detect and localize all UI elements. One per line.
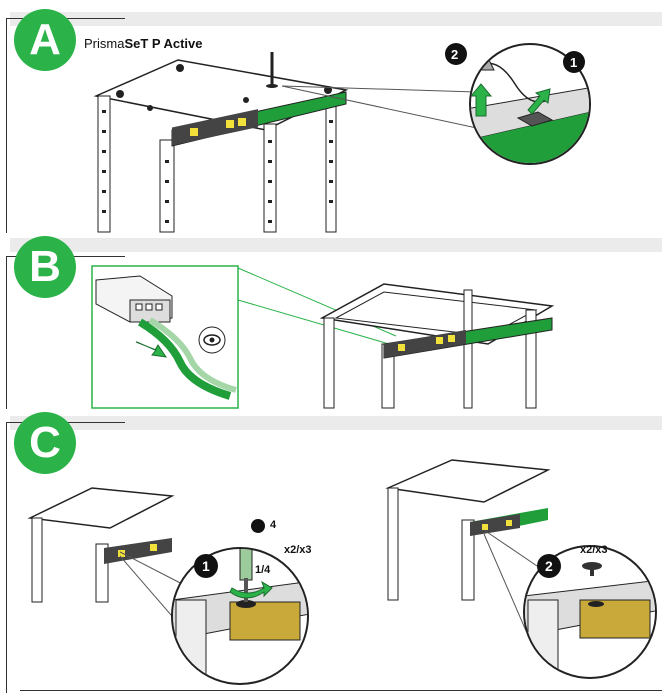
bottom-rule [20,690,662,691]
screwdriver-icon [239,549,253,602]
quarter-turn-label: 1/4 [255,564,271,576]
section-a-badge: A [14,9,76,71]
product-title: PrismaSeT P Active [84,36,203,51]
section-c-right-count: x2/x3 [580,544,608,556]
tool-size-label: 4 [270,519,277,531]
arrow-up-icon [527,88,551,115]
arrow-up-icon [471,83,493,117]
section-c-right-step-label: 2 [545,558,553,574]
product-prefix: Prisma [84,36,125,51]
screw-icon [582,562,602,576]
section-c-band [10,416,662,430]
eye-icon [198,326,226,354]
section-a-step2-label: 2 [451,47,459,62]
section-c-badge: C [14,412,76,474]
section-b-badge: B [14,236,76,298]
product-bold: SeT P Active [124,36,203,51]
section-a-band [10,12,662,26]
section-c-left-step-label: 1 [202,558,210,574]
section-b-band [10,238,662,252]
rotate-arrow-icon [229,580,273,599]
section-c-left-count: x2/x3 [284,544,312,556]
section-a-step1-label: 1 [570,55,578,70]
